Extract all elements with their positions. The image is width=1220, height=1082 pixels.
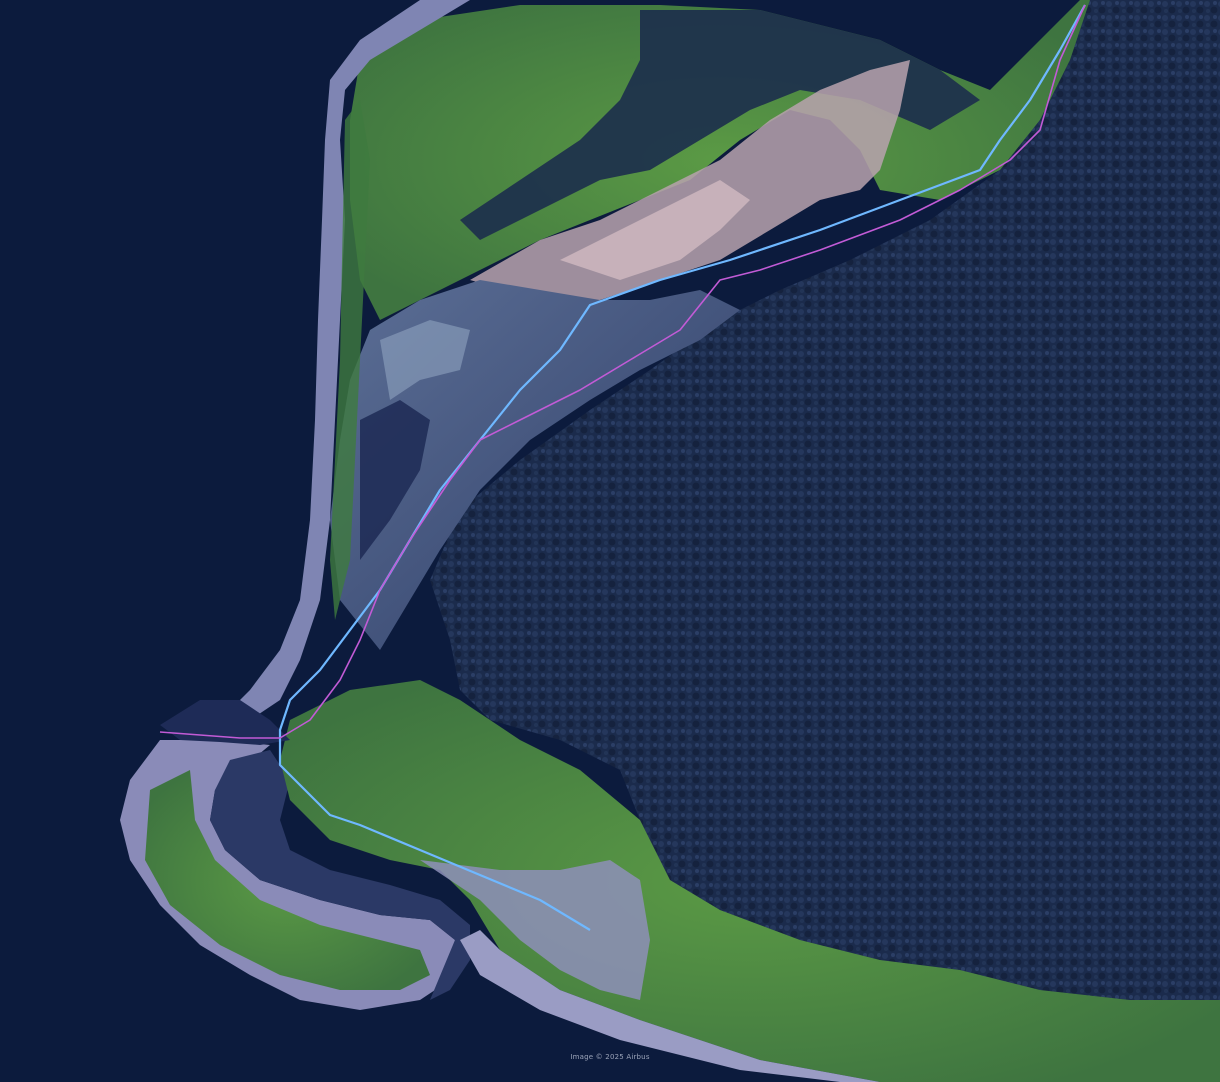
southern-spit-grass [145,770,430,990]
sand-highlight [560,180,750,280]
mudflat-light [380,320,470,400]
sand-slope [470,60,910,300]
mudflat-dark [360,400,430,560]
beach-south [460,930,880,1082]
forest-patch-north [460,10,980,240]
grassland-south [280,680,1220,1082]
map-attribution: Image © 2025 Airbus [570,1053,650,1061]
forest-area [430,0,1220,1000]
river-channel [210,750,470,1000]
barrier-spit-grass [330,100,370,620]
route-purple[interactable] [159,4,1086,739]
sand-fan [420,860,650,1000]
route-blue[interactable] [278,4,1086,931]
